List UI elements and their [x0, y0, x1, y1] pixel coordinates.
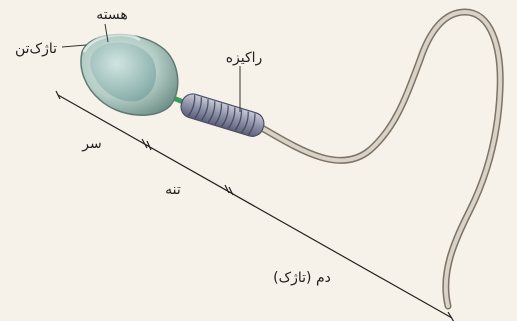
- label-tail: دم (تاژک): [273, 270, 331, 286]
- label-head: سر: [81, 136, 101, 152]
- label-nucleus: هسته: [96, 7, 128, 23]
- midpiece: [178, 91, 266, 139]
- label-acrosome: تاژک‌تن: [15, 41, 57, 57]
- tail: [262, 12, 500, 306]
- label-midpiece: تنه: [165, 182, 181, 198]
- label-mitochondria: راکیزه: [226, 50, 263, 66]
- head: [81, 34, 178, 115]
- acrosome-leader: [62, 45, 86, 47]
